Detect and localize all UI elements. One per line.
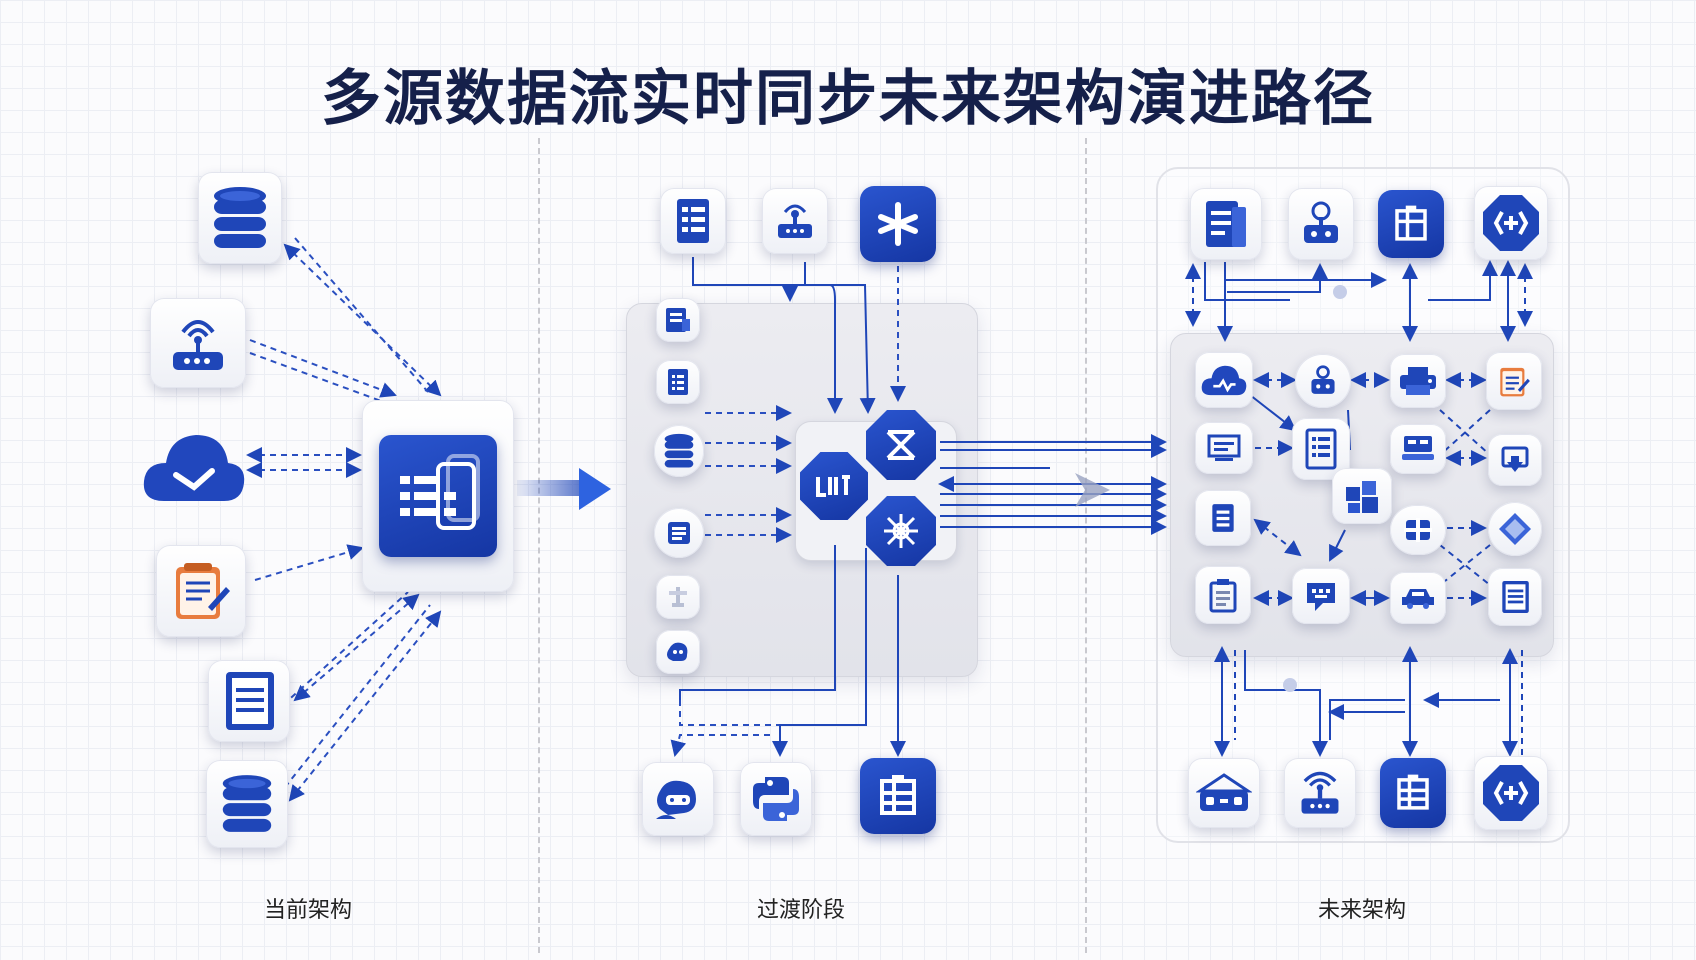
stage-label-transition: 过渡阶段	[756, 898, 845, 923]
future-bottom-hexagon-api[interactable]	[1474, 756, 1548, 830]
stage-label-future: 未来架构	[1317, 898, 1406, 923]
storage-icon	[1397, 774, 1429, 810]
stream-processor-icon	[878, 202, 918, 246]
current-source-cloud[interactable]	[138, 418, 250, 516]
current-source-notepad[interactable]	[156, 545, 246, 637]
chip-icon	[1499, 513, 1531, 545]
stage-divider-right	[1085, 138, 1087, 953]
future-top-hexagon-api[interactable]	[1474, 186, 1548, 260]
page-title: 多源数据流实时同步未来架构演进路径	[321, 64, 1375, 134]
future-bottom-device[interactable]	[1188, 758, 1260, 828]
printer-icon	[1400, 367, 1436, 395]
future-node-terminal[interactable]	[1390, 424, 1446, 474]
download-icon	[1501, 446, 1529, 472]
monitor-icon	[1207, 434, 1241, 461]
hexagon-api-icon	[1483, 765, 1539, 821]
terminal-icon	[1402, 436, 1434, 460]
transition-source-2[interactable]	[656, 360, 700, 404]
server-cluster-icon	[400, 454, 480, 530]
chatbot-icon	[656, 780, 696, 819]
document-icon	[677, 199, 709, 243]
future-top-storage[interactable]	[1378, 190, 1444, 258]
gateway-icon	[816, 475, 850, 497]
future-node-printer[interactable]	[1390, 354, 1446, 408]
cloud-icon	[143, 435, 245, 501]
current-source-database-2[interactable]	[206, 760, 288, 848]
clipboard-icon	[1209, 579, 1237, 613]
hexagon-api-icon	[1483, 195, 1539, 251]
car-icon	[1402, 589, 1434, 609]
future-node-clipboard[interactable]	[1195, 566, 1251, 624]
transition-bottom-storage[interactable]	[860, 758, 936, 834]
current-source-wifi-router[interactable]	[150, 298, 246, 388]
document-icon	[226, 672, 274, 730]
notepad-icon	[1500, 367, 1530, 397]
robot-icon	[1304, 201, 1338, 243]
file-icon	[669, 587, 687, 607]
future-top-document[interactable]	[1190, 188, 1262, 260]
python-icon	[753, 777, 799, 821]
list-icon	[1212, 504, 1234, 532]
transition-top-router[interactable]	[762, 188, 828, 254]
transition-source-4[interactable]	[654, 508, 704, 558]
document-icon	[1502, 581, 1529, 613]
future-node-download[interactable]	[1488, 434, 1542, 486]
wifi-router-icon	[173, 320, 223, 370]
network-hub-icon	[884, 514, 918, 548]
processor-icon	[886, 430, 916, 460]
transition-source-6[interactable]	[656, 630, 700, 674]
document-icon	[1206, 201, 1246, 247]
future-node-list[interactable]	[1195, 490, 1251, 546]
puzzle-icon	[1404, 518, 1432, 542]
future-bottom-storage[interactable]	[1380, 758, 1446, 828]
database-icon	[214, 187, 266, 248]
transition-source-5[interactable]	[656, 575, 700, 619]
transition-bottom-python[interactable]	[740, 762, 812, 836]
transition-network-hub[interactable]	[866, 496, 936, 566]
robot-icon	[667, 642, 688, 661]
chat-icon	[1307, 583, 1335, 611]
future-node-puzzle[interactable]	[1390, 505, 1446, 555]
transition-top-document[interactable]	[660, 188, 726, 254]
future-node-table[interactable]	[1292, 418, 1350, 480]
transition-source-3[interactable]	[654, 425, 704, 477]
stage-divider-left	[538, 138, 540, 953]
report-icon	[668, 522, 690, 544]
table-icon	[1305, 428, 1337, 470]
router-icon	[778, 204, 812, 238]
future-bottom-router[interactable]	[1284, 758, 1356, 828]
future-node-cloud[interactable]	[1195, 352, 1253, 408]
robot-icon	[1311, 365, 1335, 394]
future-node-notepad[interactable]	[1486, 352, 1542, 410]
notepad-icon	[176, 563, 230, 619]
transition-bottom-chatbot[interactable]	[642, 762, 714, 836]
device-icon	[1196, 773, 1252, 811]
future-node-monitor[interactable]	[1195, 422, 1253, 474]
transition-gateway[interactable]	[800, 452, 868, 520]
future-top-robot[interactable]	[1288, 188, 1354, 260]
future-node-chip[interactable]	[1488, 502, 1542, 556]
future-node-chat[interactable]	[1292, 568, 1350, 624]
cloud-icon	[1201, 365, 1247, 396]
database-icon	[664, 433, 694, 468]
stage-label-current: 当前架构	[263, 898, 352, 923]
storage-icon	[1395, 205, 1427, 241]
transition-processor[interactable]	[866, 410, 936, 480]
transition-top-stream-processor[interactable]	[860, 186, 936, 262]
current-central-hub[interactable]	[362, 400, 514, 592]
current-source-database-1[interactable]	[198, 172, 282, 264]
future-node-car[interactable]	[1390, 572, 1446, 624]
storage-icon	[880, 775, 916, 815]
document-icon	[666, 308, 690, 332]
current-source-document[interactable]	[208, 660, 290, 742]
transition-source-1[interactable]	[656, 298, 700, 342]
database-icon	[222, 775, 272, 832]
cube-icon	[1346, 481, 1378, 513]
router-icon	[1301, 771, 1339, 814]
list-icon	[668, 369, 688, 395]
future-node-cube[interactable]	[1332, 468, 1392, 524]
future-node-robot[interactable]	[1295, 354, 1351, 408]
future-node-document[interactable]	[1488, 568, 1542, 626]
